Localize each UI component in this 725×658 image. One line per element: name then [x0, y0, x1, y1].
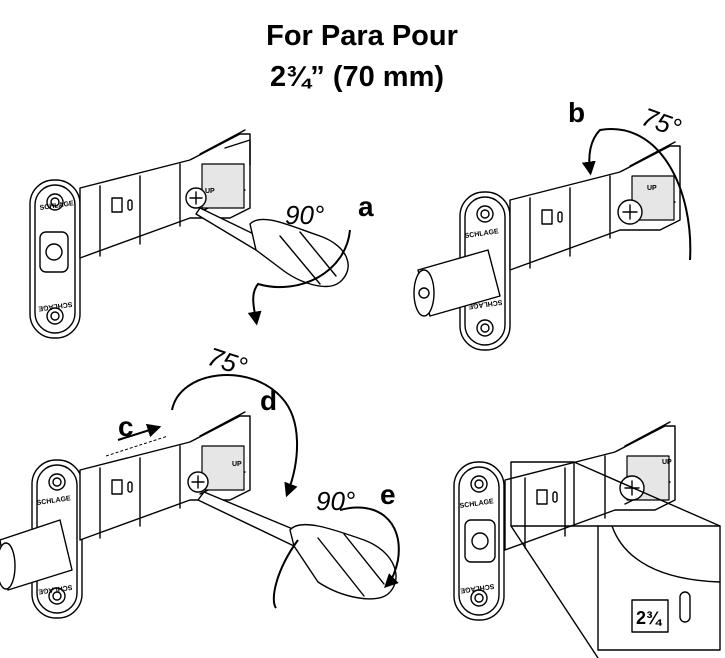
screwdriver-shaft-e	[197, 491, 301, 547]
step-label-e: e	[380, 479, 396, 510]
screwdriver-handle-e	[289, 523, 397, 600]
screwdriver-handle-a	[249, 218, 349, 288]
latch-figure-b: SCHLAGE SCHLAGE UP 75° b	[413, 97, 692, 351]
angle-label-a: 90°	[285, 200, 324, 230]
brand-label-d: SCHLAGE	[459, 498, 494, 510]
angle-label-b: 75°	[638, 101, 685, 143]
up-label-c: UP	[232, 461, 242, 468]
brand-label-a-bottom: SCHLAGE	[38, 300, 73, 312]
up-label-b: UP	[647, 185, 657, 192]
rotation-arrow-b	[581, 128, 692, 261]
brand-label-d-bottom: SCHLAGE	[460, 582, 495, 594]
rotation-arrow-d	[171, 374, 299, 498]
step-label-a: a	[358, 191, 374, 222]
up-label-a: UP	[205, 188, 215, 195]
title-size: 2¾” (70 mm)	[270, 61, 444, 93]
rotation-arrow-e-bottom	[272, 539, 299, 609]
slide-arrow-c	[117, 423, 162, 441]
rotation-arrow-e-top	[339, 506, 400, 588]
brand-label-b-bottom: SCHLAGE	[468, 298, 503, 310]
brand-label-c: SCHLAGE	[36, 495, 71, 507]
rotation-arrow-a	[247, 229, 351, 326]
brand-label-c-bottom: SCHLAGE	[38, 583, 73, 595]
title-languages: For Para Pour	[266, 20, 458, 52]
brand-label-b: SCHLAGE	[464, 228, 499, 240]
angle-label-e: 90°	[316, 486, 355, 516]
highlight-box	[510, 461, 575, 527]
up-label-d: UP	[662, 459, 672, 466]
step-label-b: b	[568, 97, 585, 128]
brand-label-a: SCHLAGE	[39, 200, 74, 212]
step-label-c: c	[118, 411, 134, 442]
latch-figure-cde: SCHLAGE SCHLAGE UP c 75° d 90° e	[0, 341, 400, 619]
size-marking: 2¾	[636, 608, 663, 628]
step-label-d: d	[260, 385, 277, 416]
latch-figure-inset: SCHLAGE SCHLAGE UP 2¾	[453, 421, 721, 658]
size-marking-box	[631, 599, 669, 633]
latch-figure-a: SCHLAGE SCHLAGE UP 90° a	[29, 129, 374, 339]
